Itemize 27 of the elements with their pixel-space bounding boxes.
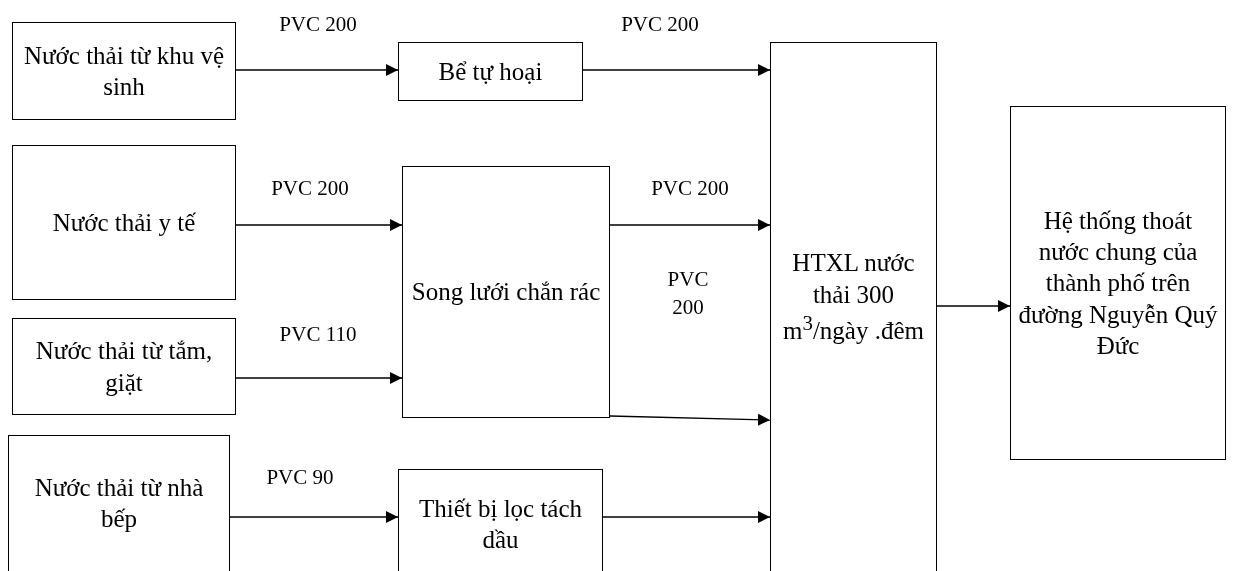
process-box xyxy=(398,42,583,101)
node-text: Hệ thống thoát nước chung của thành phố trên đường Nguyễn Quý Đức xyxy=(1017,205,1219,361)
process-box xyxy=(398,469,603,571)
arrow xyxy=(235,372,403,384)
process-box xyxy=(1010,106,1226,460)
node-text: Thiết bị lọc tách dầu xyxy=(417,493,584,555)
node-text: Nước thải từ khu vệ sinh xyxy=(23,40,225,102)
arrow xyxy=(609,413,771,426)
arrow xyxy=(235,219,403,231)
process-box xyxy=(12,145,236,300)
node-text: Bể tự hoại xyxy=(437,56,544,87)
process-box xyxy=(8,435,230,571)
arrow xyxy=(229,511,399,523)
arrow xyxy=(602,511,771,523)
node-text: Nước thải từ tắm, giặt xyxy=(34,336,214,398)
node-text: Nước thải từ nhà bếp xyxy=(33,472,205,534)
arrow xyxy=(582,64,771,76)
process-box xyxy=(770,42,937,571)
arrow xyxy=(609,219,771,231)
process-box xyxy=(402,166,610,418)
arrow xyxy=(235,64,399,76)
node-text: Song lưới chắn rác xyxy=(410,277,602,308)
node-text: HTXL nước thải 300 m$^{3}$/ngày .đêm xyxy=(782,248,925,347)
process-box xyxy=(12,22,236,120)
process-box xyxy=(12,318,236,415)
node-text: Nước thải y tế xyxy=(51,207,197,238)
arrow xyxy=(936,300,1011,312)
